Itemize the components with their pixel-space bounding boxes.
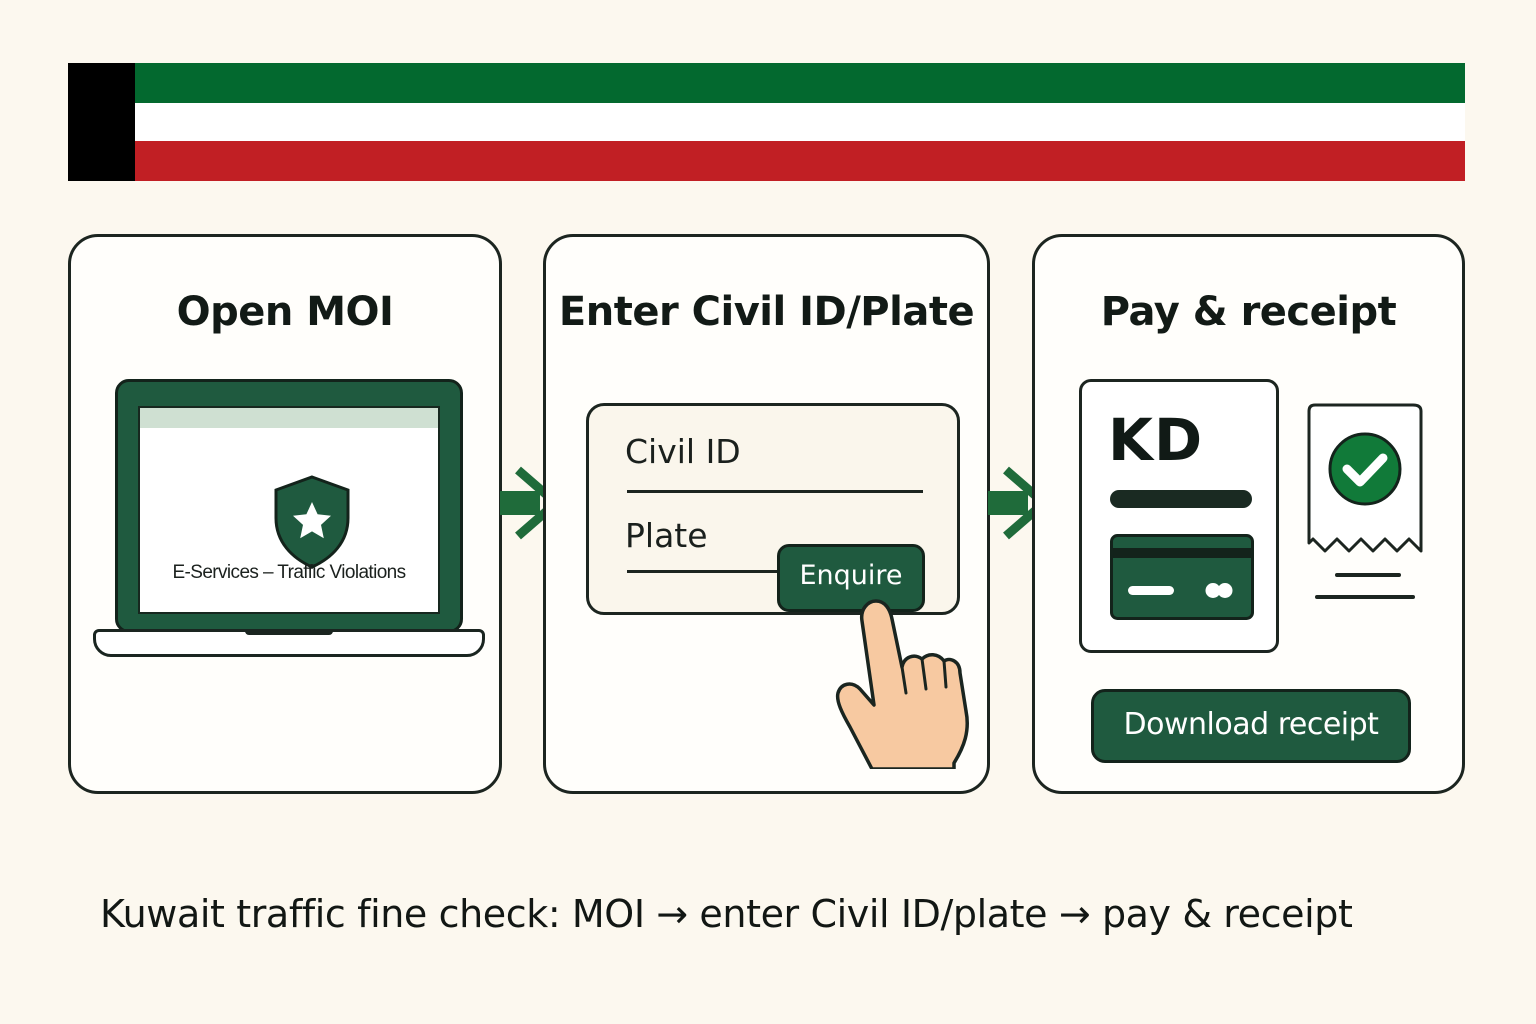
laptop-display: E-Services – Traffic Violations	[138, 406, 440, 614]
screen-caption: E-Services – Traffic Violations	[172, 562, 406, 583]
plate-field[interactable]	[627, 570, 787, 573]
plate-label: Plate	[625, 516, 708, 555]
kuwait-flag	[68, 63, 1465, 181]
credit-card-icon	[1110, 534, 1254, 620]
shield-star-icon	[274, 475, 350, 569]
enquiry-form: Civil ID Plate Enquire	[586, 403, 960, 615]
payment-card: KD	[1079, 379, 1279, 653]
civil-id-field[interactable]	[627, 490, 923, 493]
browser-bar	[140, 408, 438, 428]
step-panel-open-moi: Open MOI E-Services – Traffic Violations	[68, 234, 502, 794]
receipt-check-icon	[1307, 403, 1423, 553]
laptop-screen: E-Services – Traffic Violations	[115, 379, 463, 633]
amount-bar	[1110, 490, 1252, 508]
step-panel-enter-civil-id: Enter Civil ID/Plate Civil ID Plate Enqu…	[543, 234, 990, 794]
pointing-hand-icon	[835, 599, 969, 769]
diagram-caption: Kuwait traffic fine check: MOI → enter C…	[100, 892, 1353, 936]
laptop-illustration: E-Services – Traffic Violations	[93, 379, 485, 661]
enquire-button[interactable]: Enquire	[777, 544, 925, 612]
step-panel-pay-receipt: Pay & receipt KD Download receipt	[1032, 234, 1465, 794]
step-title: Pay & receipt	[1100, 289, 1397, 335]
step-title: Open MOI	[176, 289, 394, 335]
currency-label: KD	[1108, 406, 1204, 474]
civil-id-label: Civil ID	[625, 432, 741, 471]
step-title: Enter Civil ID/Plate	[558, 289, 975, 335]
receipt-line	[1335, 573, 1401, 577]
receipt-line	[1315, 595, 1415, 599]
download-receipt-button[interactable]: Download receipt	[1091, 689, 1411, 763]
laptop-notch	[245, 629, 333, 635]
